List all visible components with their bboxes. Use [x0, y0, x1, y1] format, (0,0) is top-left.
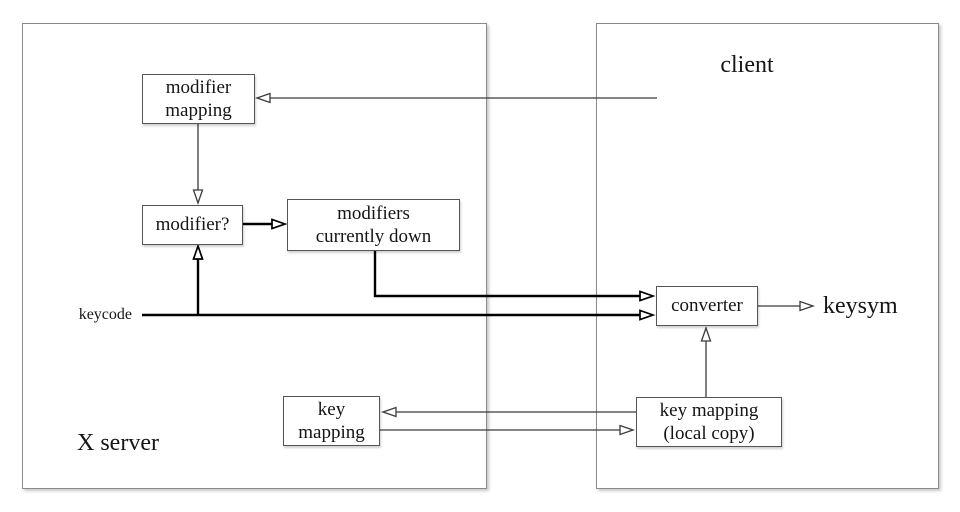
node-key-mapping-client: key mapping (local copy): [636, 397, 782, 447]
node-modifier-check: modifier?: [142, 205, 243, 245]
keycode-label: keycode: [78, 306, 132, 323]
keysym-label: keysym: [823, 293, 898, 319]
client-region-label: client: [720, 52, 774, 78]
node-modifiers-currently-down: modifiers currently down: [287, 199, 460, 251]
node-converter: converter: [656, 286, 758, 326]
node-modifier-mapping: modifier mapping: [142, 74, 255, 124]
x-server-region-label: X server: [77, 430, 159, 456]
node-key-mapping-server: key mapping: [283, 396, 380, 446]
